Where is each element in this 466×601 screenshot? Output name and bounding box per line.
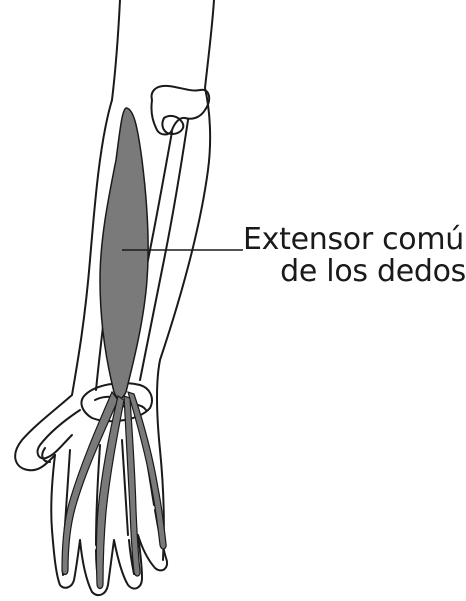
muscle-label-line1: Extensor común [243,224,466,256]
humerus-bone [151,86,209,135]
upper-arm-outline [112,0,214,100]
extensor-digitorum-muscle [100,108,148,399]
muscle-label-line2: de los dedos [243,256,466,288]
muscle-label: Extensor común de los dedos [243,224,466,288]
radius-head [162,116,183,134]
